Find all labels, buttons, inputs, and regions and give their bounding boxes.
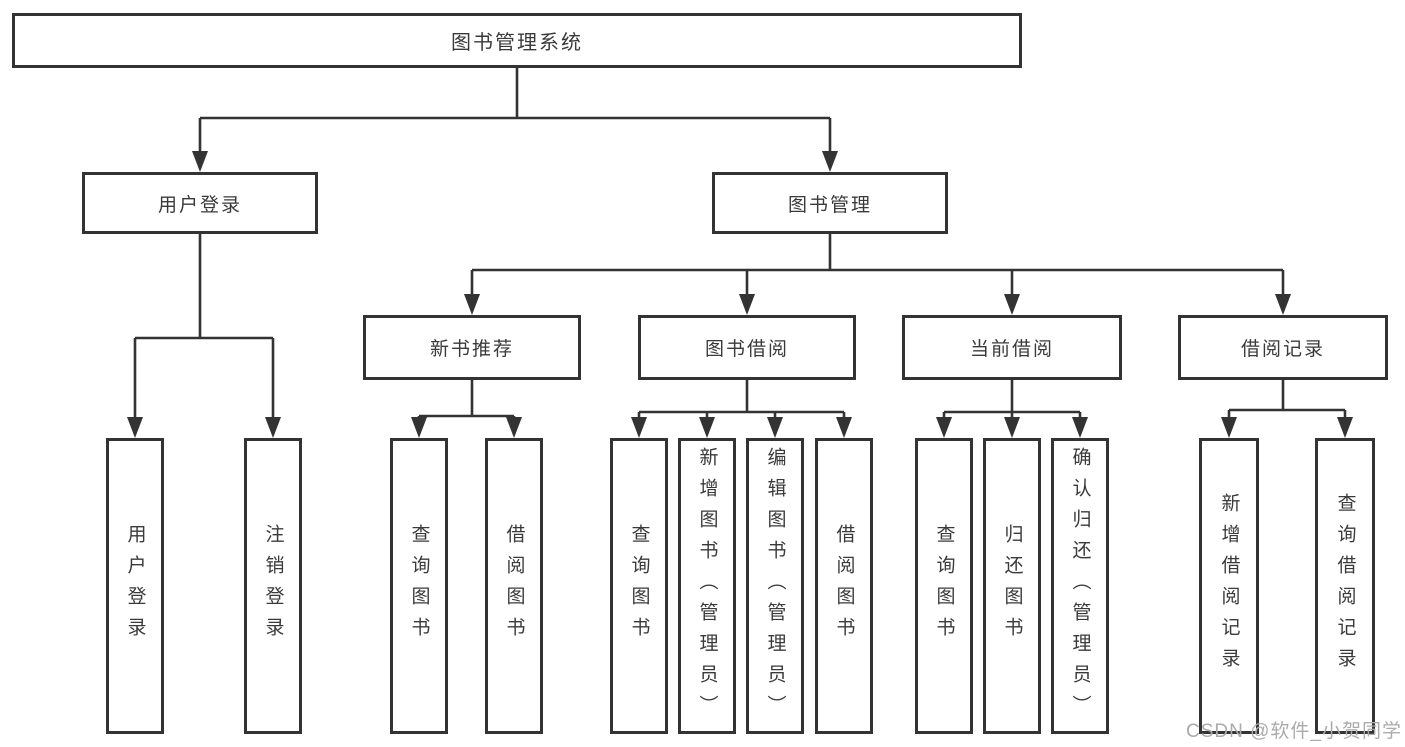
leaf-borrow-books-recommend: 借阅图书 bbox=[485, 438, 543, 734]
arrowhead bbox=[699, 417, 715, 438]
leaf-label: 查询图书 bbox=[408, 524, 430, 648]
arrowhead bbox=[1072, 417, 1088, 438]
arrowhead bbox=[936, 417, 952, 438]
leaf-label: 注销登录 bbox=[262, 524, 284, 648]
arrowhead bbox=[1221, 417, 1237, 438]
arrowhead bbox=[1275, 294, 1291, 315]
arrowhead bbox=[836, 417, 852, 438]
arrowhead bbox=[464, 294, 480, 315]
leaf-label: 借阅图书 bbox=[503, 524, 525, 648]
leaf-query-books-borrow: 查询图书 bbox=[610, 438, 668, 734]
leaf-label: 新增图书（管理员） bbox=[696, 446, 718, 726]
csdn-watermark: CSDN @软件_小贺同学 bbox=[1186, 721, 1402, 742]
node-label: 新书推荐 bbox=[429, 339, 514, 360]
arrowhead bbox=[767, 417, 783, 438]
leaf-add-book-admin: 新增图书（管理员） bbox=[678, 438, 736, 734]
leaf-label: 查询图书 bbox=[933, 524, 955, 648]
arrowhead bbox=[127, 417, 143, 438]
arrowhead bbox=[506, 417, 522, 438]
node-new-book-recommendation: 新书推荐 bbox=[363, 315, 581, 380]
leaf-return-book: 归还图书 bbox=[983, 438, 1041, 734]
node-label: 图书借阅 bbox=[704, 339, 789, 360]
leaf-query-borrow-record: 查询借阅记录 bbox=[1315, 438, 1375, 734]
arrowhead bbox=[822, 151, 838, 172]
arrowhead bbox=[411, 417, 427, 438]
leaf-label: 编辑图书（管理员） bbox=[764, 446, 786, 726]
leaf-label: 新增借阅记录 bbox=[1218, 493, 1240, 679]
leaf-confirm-return-admin: 确认归还（管理员） bbox=[1051, 438, 1109, 734]
arrowhead bbox=[739, 294, 755, 315]
arrowhead bbox=[192, 151, 208, 172]
node-library-management-system: 图书管理系统 bbox=[12, 13, 1022, 68]
leaf-label: 归还图书 bbox=[1001, 524, 1023, 648]
node-current-borrowing: 当前借阅 bbox=[902, 315, 1122, 380]
leaf-label: 借阅图书 bbox=[833, 524, 855, 648]
node-book-borrowing: 图书借阅 bbox=[638, 315, 856, 380]
node-user-login: 用户登录 bbox=[82, 172, 318, 234]
node-borrowing-records: 借阅记录 bbox=[1178, 315, 1388, 380]
node-label: 用户登录 bbox=[157, 194, 242, 216]
leaf-borrow-books: 借阅图书 bbox=[815, 438, 873, 734]
leaf-edit-book-admin: 编辑图书（管理员） bbox=[746, 438, 804, 734]
leaf-label: 用户登录 bbox=[124, 524, 146, 648]
node-label: 图书管理 bbox=[787, 194, 872, 216]
node-label: 当前借阅 bbox=[969, 339, 1054, 360]
leaf-label: 查询图书 bbox=[628, 524, 650, 648]
arrowhead bbox=[1337, 417, 1353, 438]
leaf-label: 确认归还（管理员） bbox=[1069, 446, 1091, 726]
leaf-label: 查询借阅记录 bbox=[1334, 493, 1356, 679]
leaf-query-books-recommend: 查询图书 bbox=[390, 438, 448, 734]
node-label: 借阅记录 bbox=[1240, 339, 1325, 360]
leaf-add-borrow-record: 新增借阅记录 bbox=[1199, 438, 1259, 734]
node-label: 图书管理系统 bbox=[451, 32, 583, 54]
arrowhead bbox=[631, 417, 647, 438]
leaf-logout: 注销登录 bbox=[244, 438, 302, 734]
node-book-management: 图书管理 bbox=[712, 172, 948, 234]
arrowhead bbox=[1004, 417, 1020, 438]
arrowhead bbox=[1004, 294, 1020, 315]
leaf-query-books-current: 查询图书 bbox=[915, 438, 973, 734]
arrowhead bbox=[265, 417, 281, 438]
leaf-user-login: 用户登录 bbox=[106, 438, 164, 734]
